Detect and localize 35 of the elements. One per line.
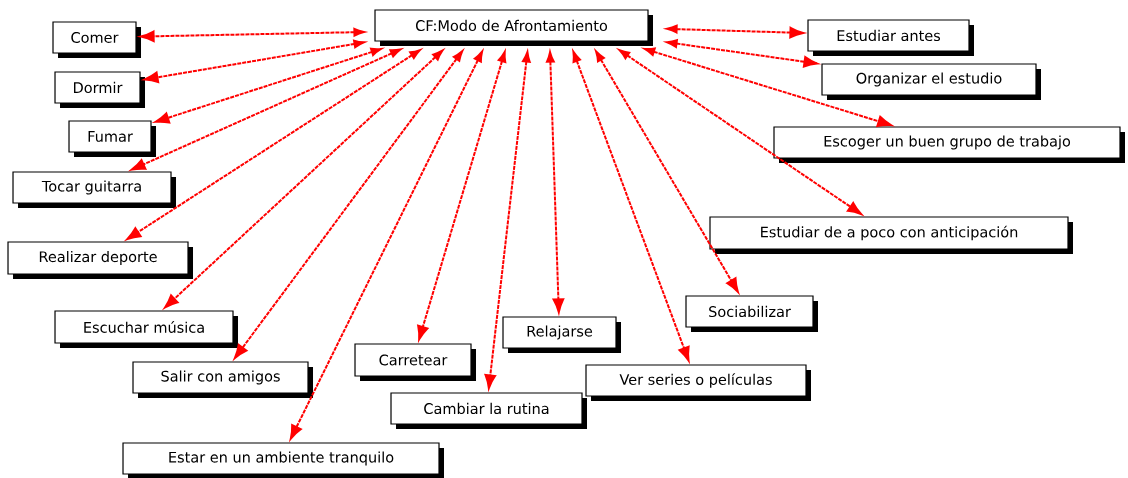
text-box: Relajarse bbox=[502, 316, 621, 353]
arrow bbox=[143, 39, 365, 84]
arrow bbox=[643, 47, 892, 127]
text-box: Estudiar antes bbox=[807, 19, 974, 56]
arrow bbox=[666, 39, 819, 68]
arrow bbox=[666, 24, 805, 39]
text-box: Cambiar la rutina bbox=[390, 392, 587, 429]
text-box: Dormir bbox=[54, 71, 145, 108]
text-box: Organizar el estudio bbox=[821, 63, 1041, 100]
text-box: Escuchar música bbox=[54, 310, 238, 348]
arrow bbox=[289, 50, 484, 440]
text-box: Estudiar de a poco con anticipación bbox=[709, 216, 1073, 254]
arrow bbox=[572, 50, 690, 362]
text-box: Salir con amigos bbox=[132, 361, 313, 398]
arrow bbox=[233, 50, 464, 359]
arrow bbox=[546, 51, 565, 314]
text-box: Fumar bbox=[68, 120, 156, 157]
text-box: Estar en un ambiente tranquilo bbox=[122, 442, 444, 478]
text-box: Tocar guitarra bbox=[12, 171, 176, 208]
text-box: Comer bbox=[52, 21, 141, 58]
arrow bbox=[164, 49, 444, 309]
arrow bbox=[618, 49, 863, 215]
text-box: Sociabilizar bbox=[685, 295, 818, 332]
text-box: Ver series o películas bbox=[585, 364, 811, 401]
text-box: Escoger un buen grupo de trabajo bbox=[773, 126, 1125, 163]
text-box: CF:Modo de Afrontamiento bbox=[374, 9, 653, 46]
arrow bbox=[139, 27, 365, 43]
text-box: Carretear bbox=[354, 343, 476, 381]
arrow bbox=[595, 50, 739, 293]
arrow bbox=[154, 47, 382, 124]
arrow bbox=[126, 49, 421, 241]
text-box: Realizar deporte bbox=[7, 241, 193, 279]
arrow bbox=[417, 51, 507, 341]
arrow bbox=[130, 48, 402, 171]
arrow bbox=[484, 51, 531, 390]
